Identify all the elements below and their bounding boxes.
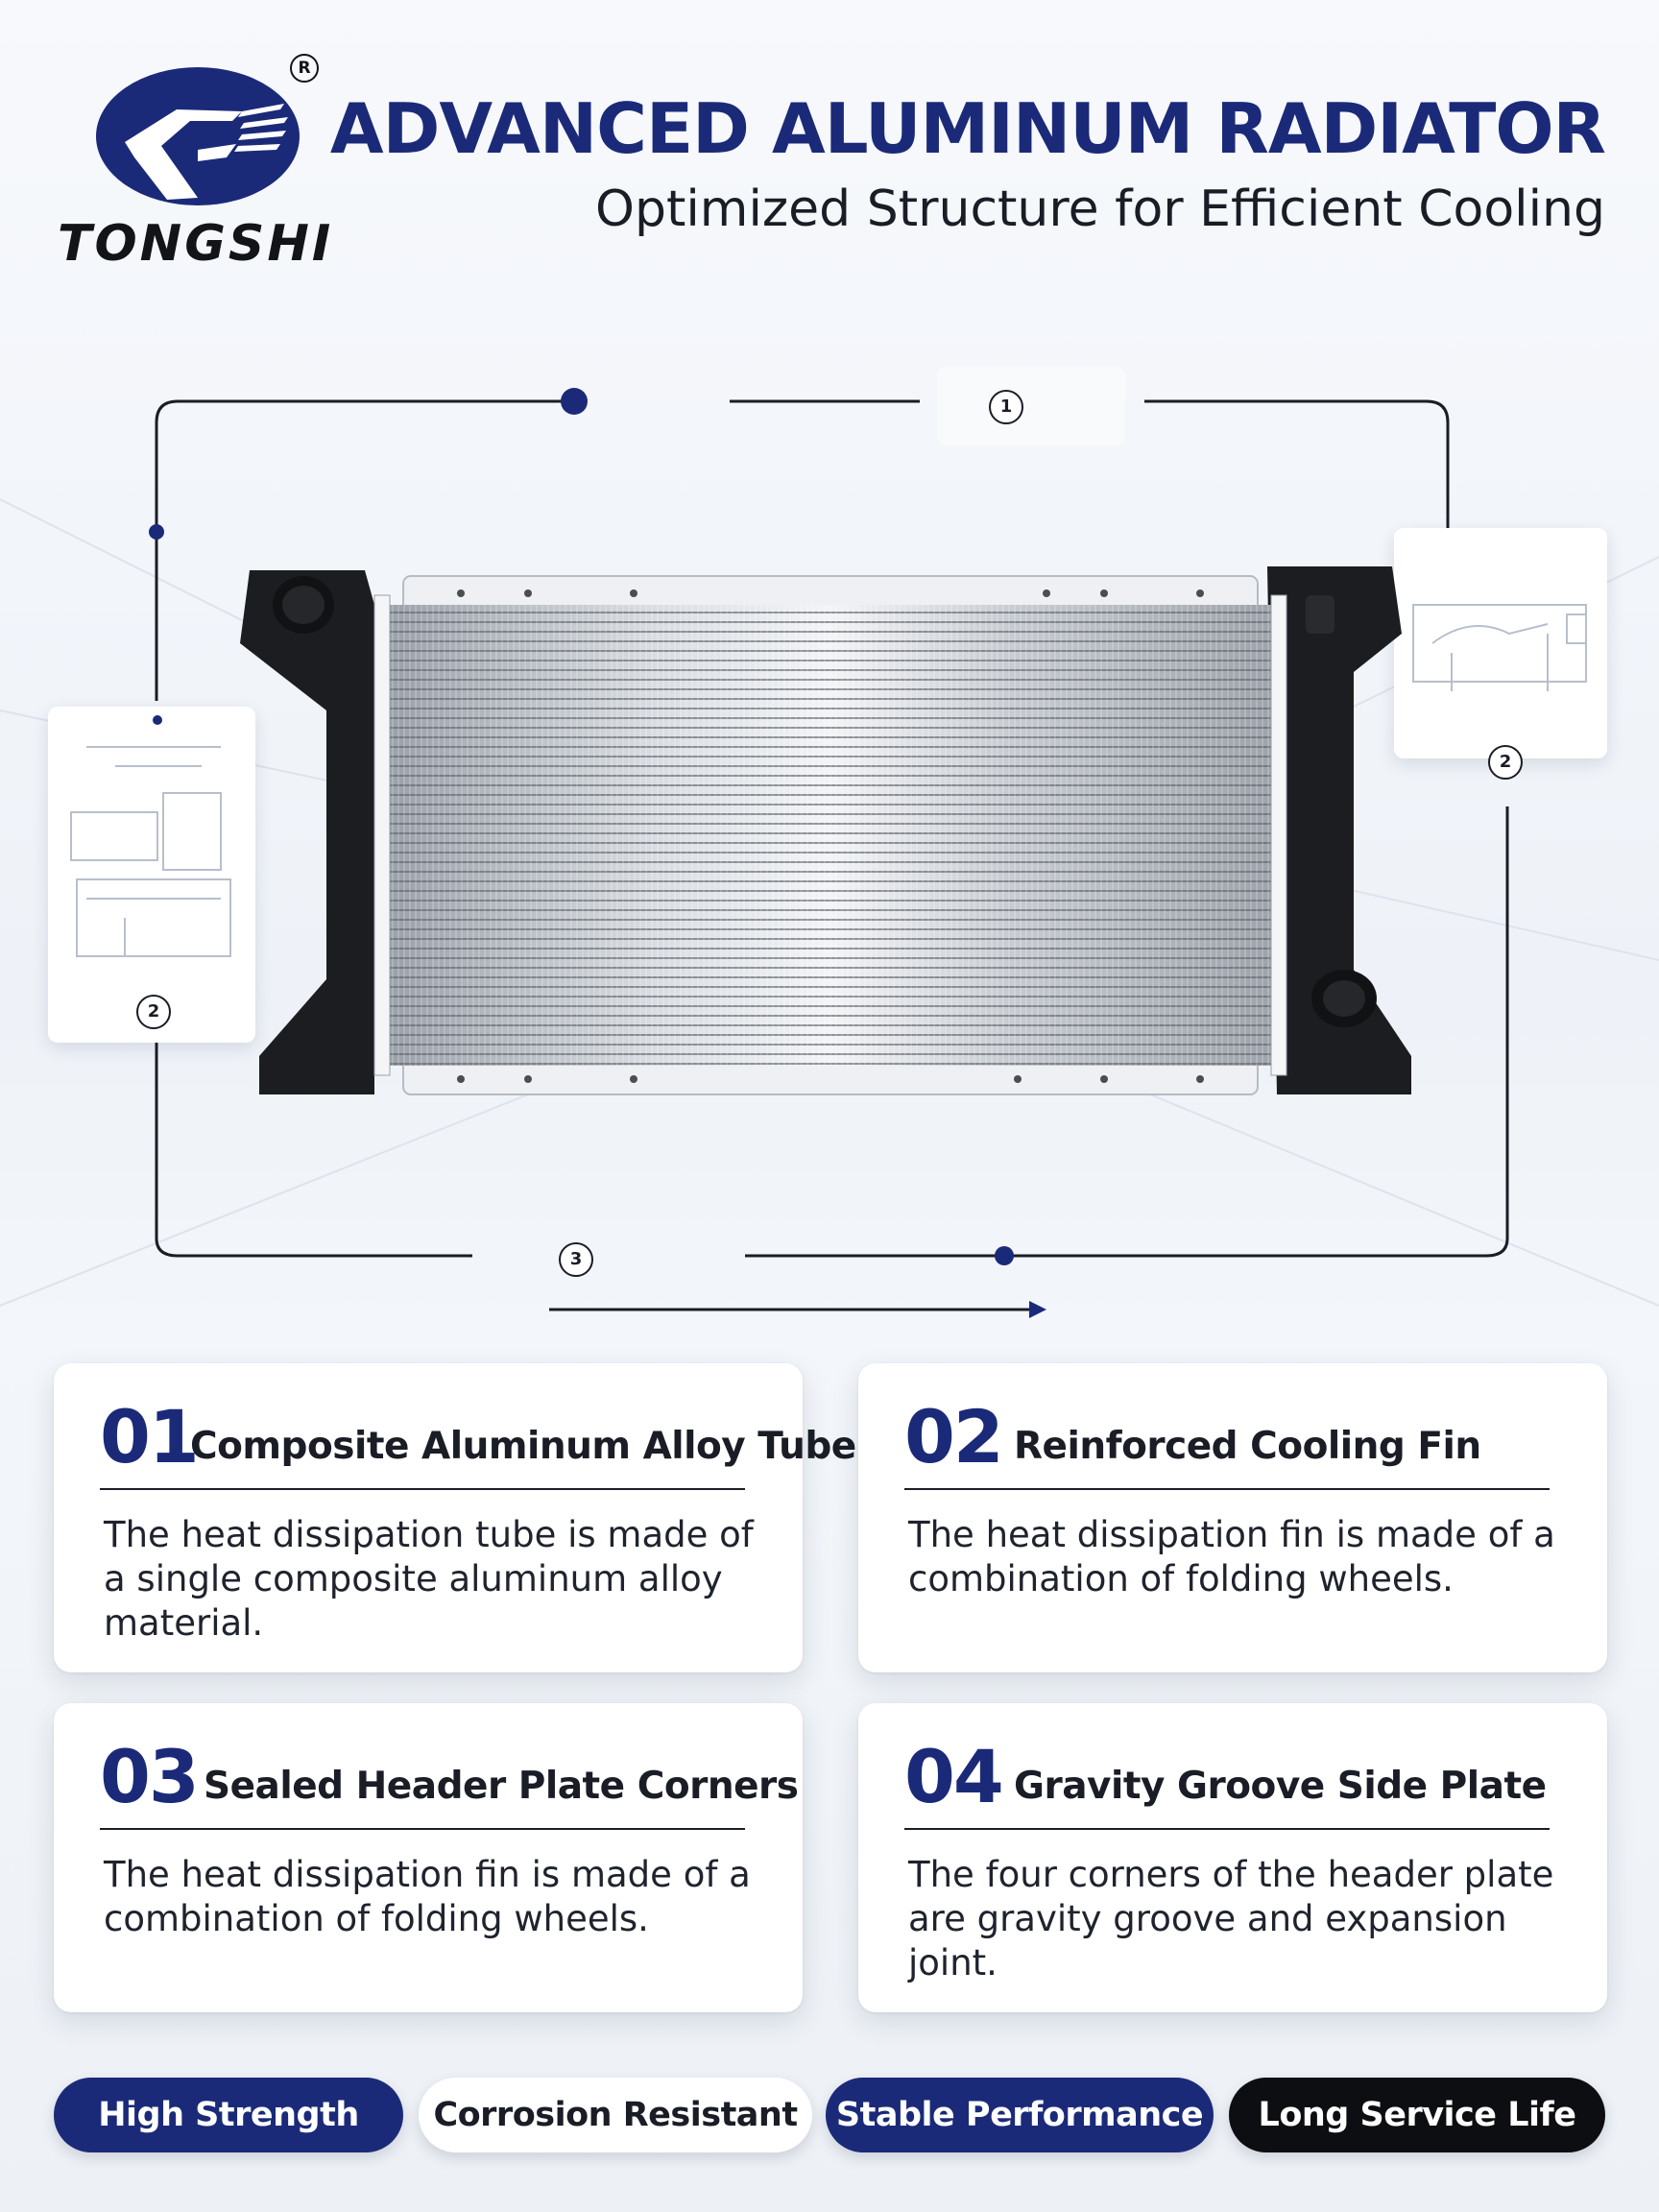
divider	[904, 1828, 1550, 1830]
feature-card-04: 04 Gravity Groove Side Plate The four co…	[858, 1703, 1607, 2012]
brand-logo: R TONGSHI	[54, 54, 380, 284]
badge-corrosion-resistant: Corrosion Resistant	[419, 2078, 812, 2152]
feature-description: The heat dissipation fin is made of a co…	[908, 1514, 1555, 1599]
divider	[904, 1488, 1550, 1490]
badge-long-service-life: Long Service Life	[1229, 2078, 1605, 2152]
feature-card-01: 01 Composite Aluminum Alloy Tube The hea…	[54, 1363, 856, 1672]
feature-description: The heat dissipation tube is made of a s…	[104, 1514, 754, 1644]
feature-number: 01	[100, 1394, 200, 1479]
schematic-icon	[1412, 604, 1587, 691]
callout-badge-2-left: 2	[136, 995, 171, 1029]
radiator-image-icon	[240, 566, 1411, 1095]
callout-badge-2-right: 2	[1488, 745, 1523, 780]
feature-card-02: 02 Reinforced Cooling Fin The heat dissi…	[858, 1363, 1607, 1672]
schematic-icon	[70, 715, 231, 957]
feature-title: Reinforced Cooling Fin	[1014, 1425, 1481, 1468]
feature-card-03: 03 Sealed Header Plate Corners The heat …	[54, 1703, 803, 2012]
feature-title: Composite Aluminum Alloy Tube	[190, 1425, 856, 1468]
feature-description: The four corners of the header plate are…	[908, 1854, 1554, 1984]
left-detail-card	[48, 707, 255, 1043]
feature-number: 04	[904, 1734, 1004, 1819]
badge-stable-performance: Stable Performance	[826, 2078, 1214, 2152]
divider	[100, 1828, 745, 1830]
radiator-diagram: 2 2 1 3	[0, 346, 1659, 1344]
feature-title: Gravity Groove Side Plate	[1014, 1765, 1547, 1808]
tongshi-logo-icon	[96, 67, 300, 205]
feature-number: 02	[904, 1394, 1004, 1479]
right-detail-card	[1394, 528, 1607, 758]
page-subtitle: Optimized Structure for Efficient Coolin…	[595, 180, 1605, 238]
divider	[100, 1488, 745, 1490]
registered-mark: R	[290, 54, 319, 83]
callout-badge-1: 1	[989, 390, 1023, 424]
feature-title: Sealed Header Plate Corners	[204, 1765, 799, 1808]
arrow-right-icon	[1029, 1301, 1046, 1318]
page-title: ADVANCED ALUMINUM RADIATOR	[329, 88, 1606, 169]
callout-tab-1	[937, 367, 1125, 445]
callout-badge-3: 3	[559, 1242, 593, 1277]
brand-name: TONGSHI	[58, 215, 334, 273]
feature-description: The heat dissipation fin is made of a co…	[104, 1854, 751, 1939]
badge-high-strength: High Strength	[54, 2078, 403, 2152]
feature-number: 03	[100, 1734, 200, 1819]
